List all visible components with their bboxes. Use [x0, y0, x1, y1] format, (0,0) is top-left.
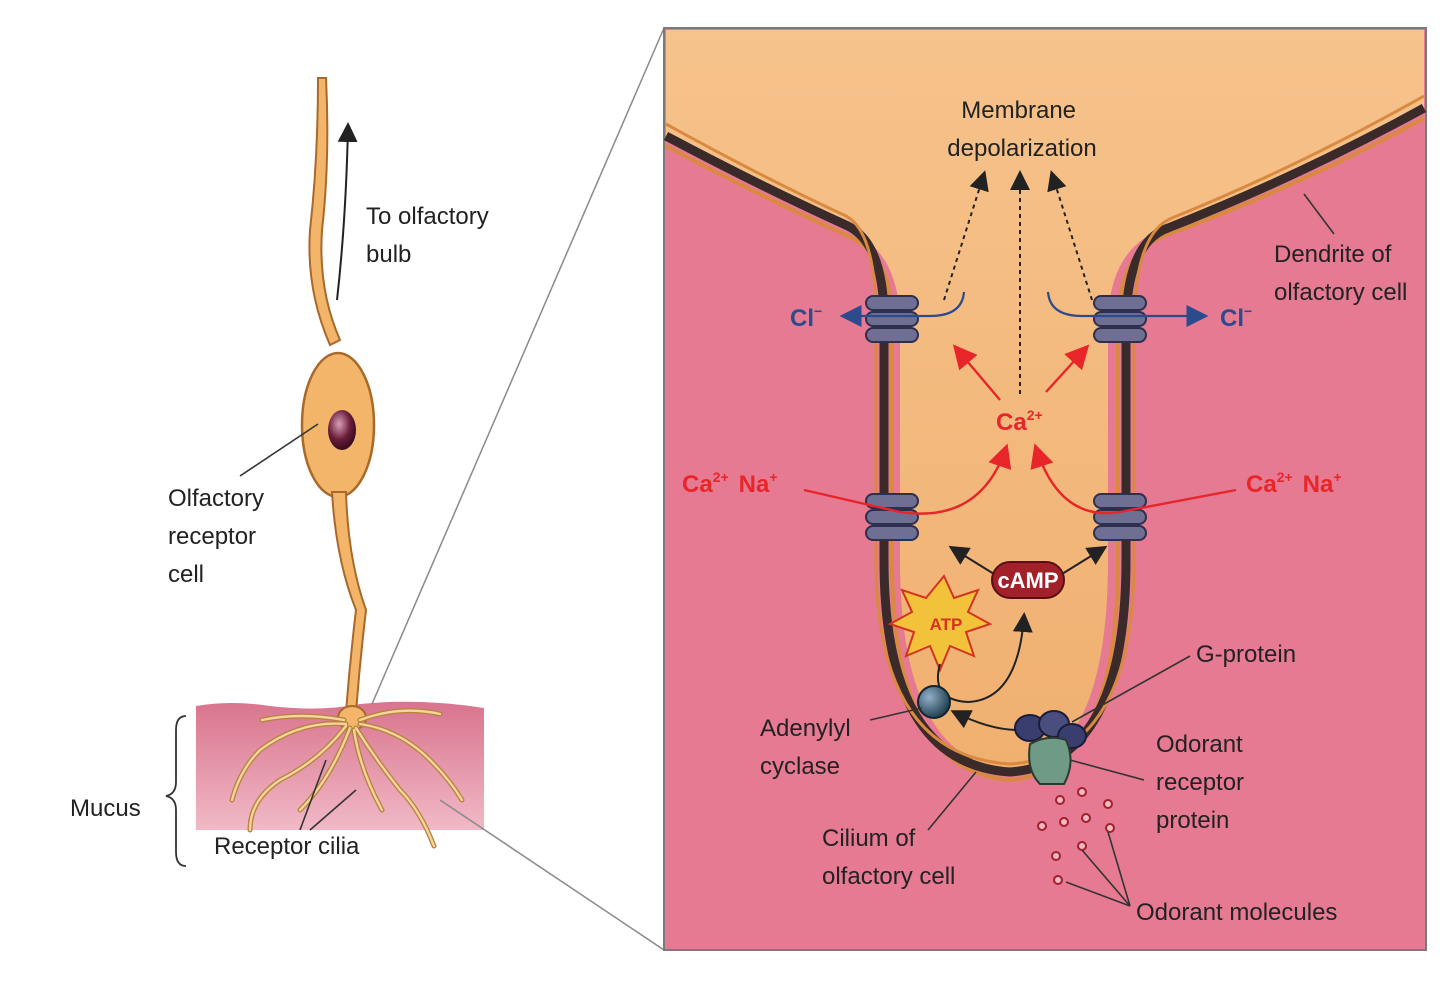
zoom-leader-lines: [869, 193, 1335, 907]
odorant-receptor-complex: [1014, 710, 1087, 785]
cilium-interior: [666, 30, 1424, 770]
cation-channel-left: [865, 493, 919, 541]
dendrite-process: [330, 491, 368, 713]
mucus-layer: [196, 701, 484, 830]
olfactory-receptor-cell-label: Olfactory receptor cell: [168, 485, 271, 588]
cilia-leader-1: [299, 759, 327, 831]
ca-to-cl-arrow-left: [952, 344, 1001, 401]
cation-influx-arrow-right: [1030, 443, 1237, 515]
cilium-zoom-panel: cAMP ATP: [663, 27, 1427, 951]
zoom-line-top: [371, 27, 665, 705]
cl-efflux-arrow-right: [1046, 291, 1209, 327]
cl-ion-label-left: Cl−: [790, 303, 822, 332]
ca-ion-label-center: Ca2+: [996, 407, 1043, 436]
cl-ion-label-right: Cl−: [1220, 303, 1252, 332]
cation-channel-right: [1093, 493, 1147, 541]
membrane-inner: [665, 94, 1425, 766]
to-olfactory-bulb-label: To olfactory bulb: [366, 203, 495, 268]
cation-influx-arrow-left: [803, 443, 1012, 515]
adenylyl-cyclase-label: Adenylyl cyclase: [760, 715, 857, 780]
cilium-label: Cilium of olfactory cell: [822, 825, 955, 890]
camp-molecule: [991, 561, 1065, 599]
camp-label: cAMP: [997, 568, 1058, 593]
g-protein-label: G-protein: [1196, 641, 1296, 668]
atp-conversion-arrow: [936, 612, 1033, 704]
ca-na-label-right: Ca2+Na+: [1246, 469, 1342, 498]
membrane-lipid-bilayer: [663, 104, 1427, 777]
atp-label: ATP: [930, 615, 963, 634]
atp-burst: [887, 574, 993, 673]
dendrite-label: Dendrite of olfactory cell: [1274, 241, 1407, 306]
depolarization-arrows: [943, 170, 1093, 394]
mucus-brace: [165, 715, 187, 867]
mucus-label: Mucus: [70, 795, 141, 822]
odorant-molecules-label: Odorant molecules: [1136, 899, 1337, 926]
cl-channel-left: [865, 295, 919, 343]
cell-label-leader: [239, 423, 319, 477]
axon: [308, 77, 342, 347]
odorant-receptor-protein-label: Odorant receptor protein: [1156, 731, 1251, 834]
ca-na-label-left: Ca2+Na+: [682, 469, 778, 498]
g-protein-activation-arrow: [950, 710, 1019, 731]
membrane-outer: [665, 116, 1425, 783]
cl-efflux-arrow-left: [839, 291, 966, 327]
ca-to-cl-arrow-right: [1045, 344, 1090, 393]
olfactory-neuron-overview: To olfactory bulb Olfactory receptor cel…: [70, 77, 495, 867]
to-bulb-arrow: [336, 122, 358, 301]
adenylyl-cyclase: [917, 685, 951, 719]
cilia-leader-2: [309, 789, 357, 831]
zoom-line-bottom: [439, 799, 665, 951]
camp-to-channel-left: [948, 545, 995, 575]
camp-to-channel-right: [1061, 545, 1108, 575]
membrane-depolarization-label: Membrane depolarization: [947, 97, 1096, 162]
receptor-cilia-label: Receptor cilia: [214, 833, 360, 860]
cl-channel-right: [1093, 295, 1147, 343]
cell-nucleus: [328, 410, 356, 450]
